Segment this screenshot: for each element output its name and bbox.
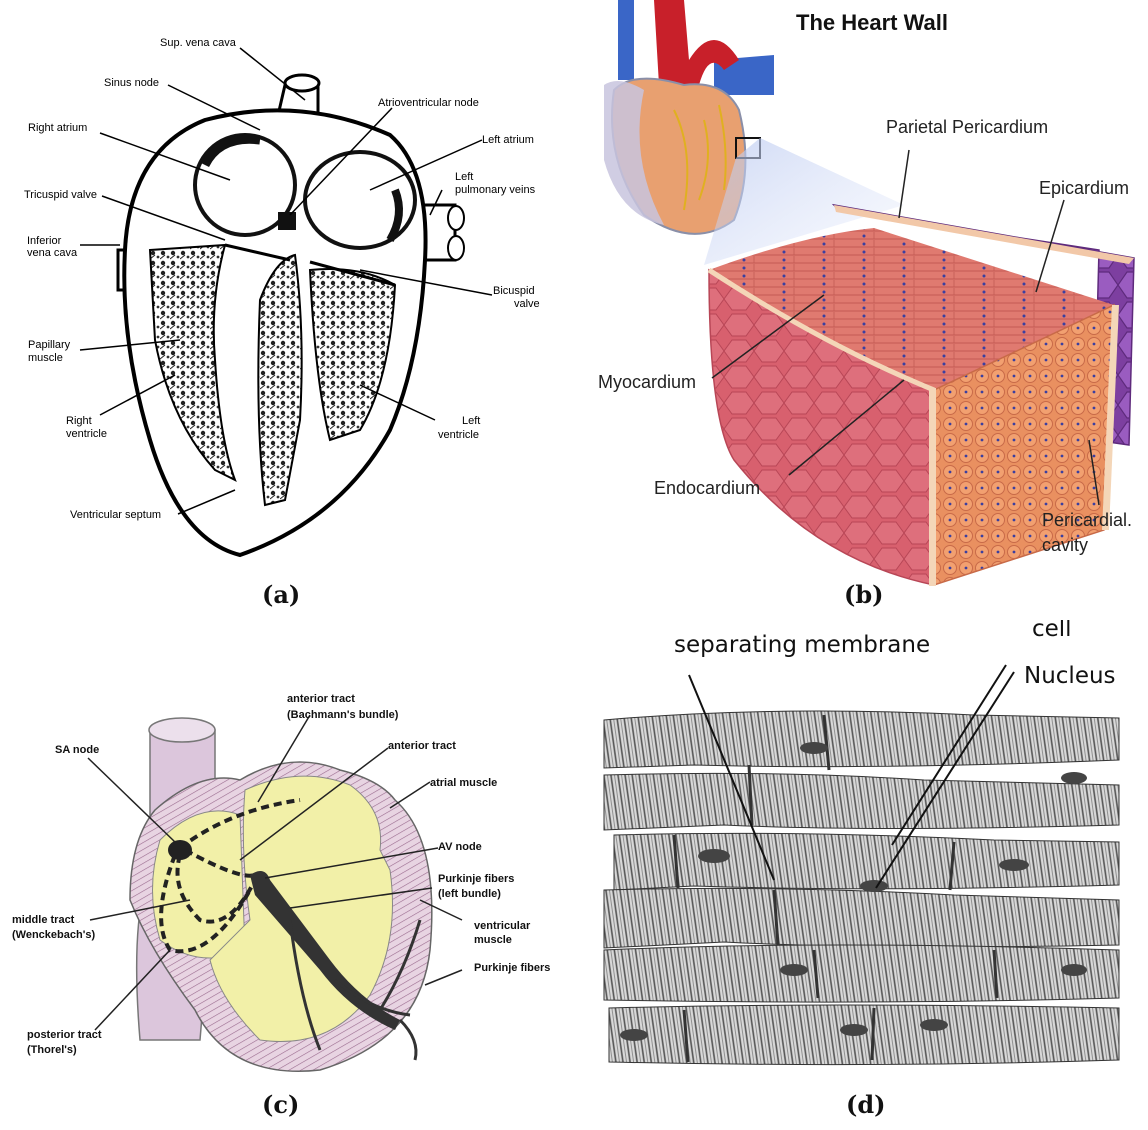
label-av-node: Atrioventricular node — [378, 97, 479, 109]
heart-anatomy-drawing: Sup. vena cava Sinus node Atrioventricul… — [0, 0, 574, 620]
label-atrial-muscle: atrial muscle — [430, 777, 497, 789]
label-middle-tract-1: middle tract — [12, 914, 75, 926]
label-left-ventricle-2: ventricle — [438, 429, 479, 441]
label-pericardial-2: cavity — [1042, 535, 1088, 555]
label-left-ventricle-1: Left — [462, 415, 480, 427]
label-sinus-node: Sinus node — [104, 77, 159, 89]
label-ventricular-2: muscle — [474, 934, 512, 946]
label-anterior-tract-b: anterior tract — [388, 740, 456, 752]
label-epicardium: Epicardium — [1039, 178, 1129, 198]
label-ventricular-septum: Ventricular septum — [70, 509, 161, 521]
caption-a: (a) — [262, 580, 300, 609]
label-left-pulm-1: Left — [455, 171, 473, 183]
label-purkinje-lb-2: (left bundle) — [438, 888, 501, 900]
label-papillary-2: muscle — [28, 352, 63, 364]
conduction-system-diagram: anterior tract (Bachmann's bundle) SA no… — [0, 620, 574, 1130]
panel-b: The Heart Wall Parietal Pericardium Epic… — [574, 0, 1148, 620]
label-inferior-2: vena cava — [27, 247, 78, 259]
label-endocardium: Endocardium — [654, 478, 760, 498]
caption-d: (d) — [846, 1090, 886, 1119]
label-inferior-1: Inferior — [27, 235, 62, 247]
sa-node — [168, 840, 192, 860]
label-right-ventricle-1: Right — [66, 415, 92, 427]
caption-c: (c) — [262, 1090, 299, 1119]
label-separating-membrane: separating membrane — [674, 632, 930, 658]
label-anterior-tract-2: (Bachmann's bundle) — [287, 709, 399, 721]
label-parietal-pericardium: Parietal Pericardium — [886, 117, 1048, 137]
label-posterior-1: posterior tract — [27, 1029, 102, 1041]
panel-d: separating membrane cell Nucleus — [574, 620, 1148, 1130]
label-papillary-1: Papillary — [28, 339, 71, 351]
label-middle-tract-2: (Wenckebach's) — [12, 929, 95, 941]
cardiomyocyte-micrograph: separating membrane cell Nucleus — [574, 620, 1148, 1130]
label-anterior-tract-1: anterior tract — [287, 693, 355, 705]
label-posterior-2: (Thorel's) — [27, 1044, 77, 1056]
label-av-node: AV node — [438, 841, 482, 853]
heart-wall-illustration: The Heart Wall Parietal Pericardium Epic… — [574, 0, 1148, 620]
label-left-pulm-2: pulmonary veins — [455, 184, 536, 196]
heart-wall-title: The Heart Wall — [796, 10, 948, 35]
label-pericardial-1: Pericardial. — [1042, 510, 1132, 530]
label-nucleus: Nucleus — [1024, 663, 1116, 689]
label-purkinje: Purkinje fibers — [474, 962, 550, 974]
label-bicuspid-1: Bicuspid — [493, 285, 535, 297]
panel-c: anterior tract (Bachmann's bundle) SA no… — [0, 620, 574, 1130]
label-ventricular-1: ventricular — [474, 920, 531, 932]
label-purkinje-lb-1: Purkinje fibers — [438, 873, 514, 885]
caption-b: (b) — [844, 580, 884, 609]
label-sa-node: SA node — [55, 744, 99, 756]
label-myocardium: Myocardium — [598, 372, 696, 392]
label-bicuspid-2: valve — [514, 298, 540, 310]
label-tricuspid: Tricuspid valve — [24, 189, 97, 201]
label-right-atrium: Right atrium — [28, 122, 87, 134]
label-left-atrium: Left atrium — [482, 134, 534, 146]
blue-vessel — [618, 0, 634, 80]
label-cell: cell — [1032, 620, 1072, 642]
panel-a: Sup. vena cava Sinus node Atrioventricul… — [0, 0, 574, 620]
label-right-ventricle-2: ventricle — [66, 428, 107, 440]
label-sup-vena-cava: Sup. vena cava — [160, 37, 237, 49]
